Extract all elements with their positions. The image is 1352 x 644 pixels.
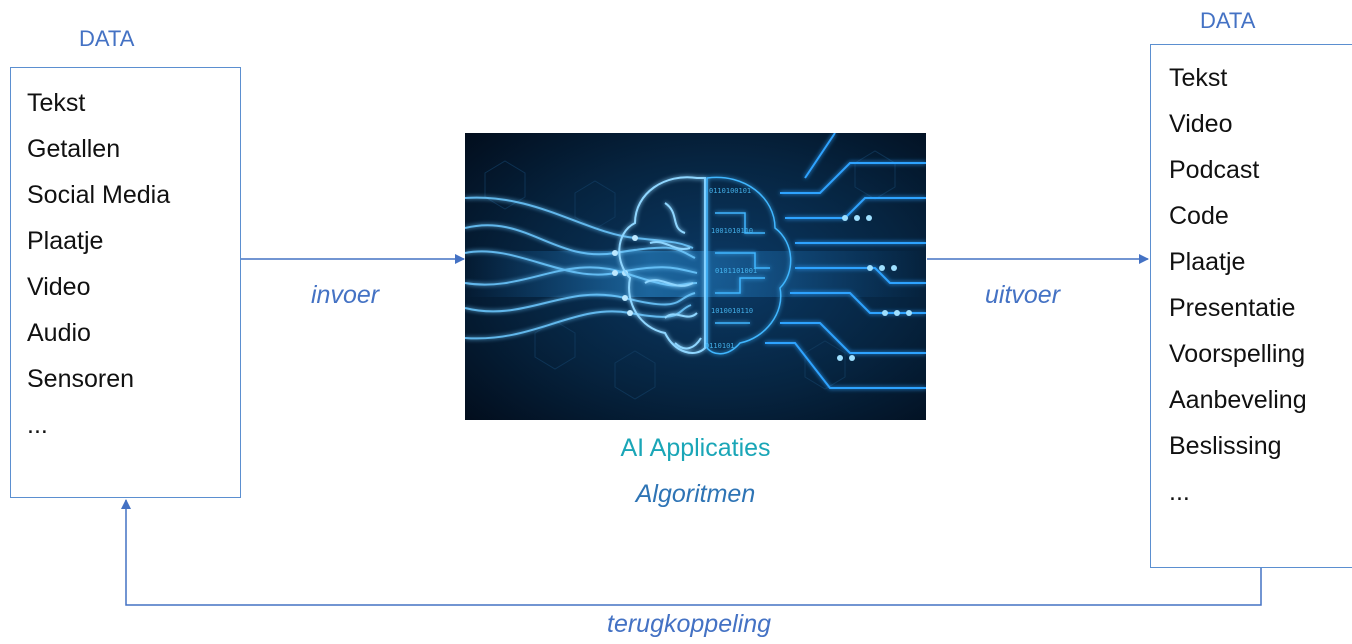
list-item: Audio — [27, 319, 91, 347]
svg-text:1001010110: 1001010110 — [711, 227, 753, 235]
svg-text:0110101: 0110101 — [705, 342, 735, 350]
ai-applications-title: AI Applicaties — [620, 434, 771, 462]
svg-text:1010010110: 1010010110 — [711, 307, 753, 315]
list-item: Video — [27, 273, 91, 301]
list-item: Plaatje — [1169, 248, 1246, 276]
output-data-box: Tekst Video Podcast Code Plaatje Present… — [1150, 44, 1352, 568]
list-item: Code — [1169, 202, 1229, 230]
list-item: Podcast — [1169, 156, 1260, 184]
list-item: Tekst — [27, 89, 86, 117]
input-flow-label: invoer — [311, 281, 380, 309]
list-item: Getallen — [27, 135, 121, 163]
list-item: Beslissing — [1169, 432, 1282, 460]
output-data-list: Tekst Video Podcast Code Plaatje Present… — [1169, 55, 1352, 515]
list-item: Presentatie — [1169, 294, 1296, 322]
input-data-list: Tekst Getallen Social Media Plaatje Vide… — [27, 80, 240, 448]
list-item: ... — [1169, 478, 1190, 506]
output-flow-label: uitvoer — [985, 281, 1061, 309]
list-item: ... — [27, 411, 48, 439]
output-heading: DATA — [1200, 8, 1256, 33]
list-item: Video — [1169, 110, 1233, 138]
list-item: Sensoren — [27, 365, 135, 393]
list-item: Plaatje — [27, 227, 104, 255]
ai-brain-image: 0110100101 1001010110 0101101001 1010010… — [465, 133, 926, 420]
feedback-flow-label: terugkoppeling — [607, 610, 772, 638]
input-heading: DATA — [79, 26, 135, 51]
list-item: Tekst — [1169, 64, 1228, 92]
algorithms-subtitle: Algoritmen — [635, 480, 756, 508]
svg-text:0110100101: 0110100101 — [709, 187, 751, 195]
list-item: Aanbeveling — [1169, 386, 1307, 414]
input-data-box: Tekst Getallen Social Media Plaatje Vide… — [10, 67, 241, 498]
list-item: Social Media — [27, 181, 171, 209]
feedback-arrow — [121, 499, 1262, 606]
list-item: Voorspelling — [1169, 340, 1306, 368]
svg-text:0101101001: 0101101001 — [715, 267, 757, 275]
